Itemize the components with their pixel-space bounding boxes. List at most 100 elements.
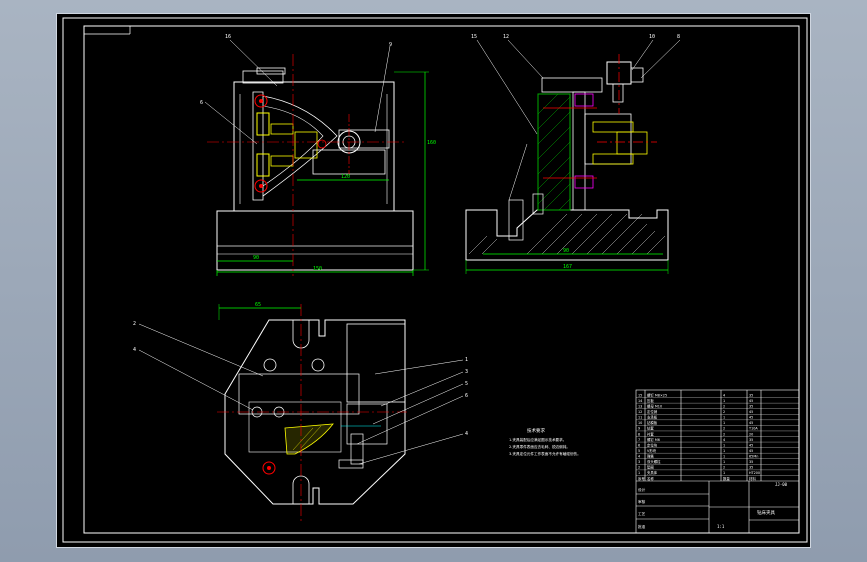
parts-row-cell: T10A [748, 427, 758, 431]
parts-row-cell: 35 [749, 466, 753, 470]
tb-drawing-no: JJ-00 [775, 482, 788, 487]
parts-row-cell: 双头螺柱 [647, 459, 661, 464]
tb-checker-label: 审核 [638, 499, 646, 504]
dim-120: 120 [341, 174, 350, 180]
parts-row-cell: 钻模板 [647, 420, 658, 425]
tb-process-label: 工艺 [638, 511, 646, 516]
tb-approve-label: 批准 [638, 524, 646, 529]
dim-side-90: 90 [563, 248, 569, 254]
parts-row-cell: 45 [749, 449, 753, 453]
parts-row-cell: 45 [749, 443, 753, 447]
parts-row-cell: 2 [723, 410, 725, 414]
side-view [465, 39, 681, 274]
dim-160: 160 [427, 140, 436, 146]
parts-row-cell: 13 [638, 404, 642, 408]
parts-row-cell: 4 [638, 455, 640, 459]
parts-row-cell: HT200 [749, 471, 760, 475]
parts-row-cell: 夹具体 [647, 470, 658, 475]
callout-9: 9 [389, 42, 392, 48]
parts-row-cell: 螺母 M10 [647, 403, 662, 408]
parts-row-cell: 垫圈 [647, 465, 654, 470]
parts-row-cell: 10 [638, 421, 642, 425]
parts-row-cell: 8 [638, 432, 640, 436]
parts-row-cell: 7 [638, 438, 640, 442]
parts-row-cell: 压板 [647, 398, 654, 403]
parts-row-cell: 6 [638, 443, 640, 447]
parts-row-cell: 定位销 [647, 409, 658, 414]
parts-row-cell: 20 [749, 432, 753, 436]
callout-12: 12 [503, 34, 509, 40]
parts-header-cell: 数量 [723, 476, 730, 481]
callout-15: 15 [471, 34, 477, 40]
parts-row-cell: 1 [723, 421, 725, 425]
notes-title: 技术要求 [527, 427, 545, 434]
parts-row-cell: 4 [723, 438, 725, 442]
callout-16: 16 [225, 34, 231, 40]
notes-line-1: 1.夹具装配后应满足图示技术要求。 [509, 437, 566, 442]
dim-side-167: 167 [563, 264, 572, 270]
parts-row-cell: 12 [638, 410, 642, 414]
parts-row-cell: 1 [723, 416, 725, 420]
parts-row-cell: 2 [638, 466, 640, 470]
parts-row-cell: 1 [723, 449, 725, 453]
parts-row-cell: 45 [749, 421, 753, 425]
dim-90: 90 [253, 255, 259, 261]
parts-row-cell: 弹簧 [647, 454, 654, 459]
parts-row-cell: 1 [723, 471, 725, 475]
parts-row-cell: V形块 [647, 448, 657, 453]
callout-6-right: 6 [465, 393, 468, 399]
parts-row-cell: 1 [723, 455, 725, 459]
plan-view [138, 304, 464, 522]
parts-row-cell: 2 [723, 466, 725, 470]
parts-row-cell: 1 [638, 471, 640, 475]
parts-row-cell: 衬套 [647, 431, 654, 436]
tb-scale: 1:1 [717, 524, 725, 529]
parts-row-cell: 35 [749, 393, 753, 397]
parts-row-cell: 4 [723, 393, 725, 397]
front-view [204, 39, 429, 276]
parts-header-cell: 材料 [749, 476, 756, 481]
tb-title: 钻床夹具 [757, 509, 775, 516]
callout-10: 10 [649, 34, 655, 40]
parts-row-cell: 35 [749, 438, 753, 442]
parts-row-cell: 9 [638, 427, 640, 431]
parts-row-cell: 2 [723, 404, 725, 408]
callout-4-left: 4 [133, 347, 136, 353]
parts-row-cell: 45 [749, 416, 753, 420]
title-block [635, 389, 800, 534]
parts-row-cell: 15 [638, 393, 642, 397]
parts-row-cell: 35 [749, 404, 753, 408]
parts-row-cell: 45 [749, 410, 753, 414]
callout-2: 2 [133, 321, 136, 327]
parts-row-cell: 1 [723, 443, 725, 447]
parts-row-cell: 65Mn [749, 455, 758, 459]
callout-1: 1 [465, 357, 468, 363]
parts-row-cell: 45 [749, 399, 753, 403]
parts-header-cell: 名称 [647, 476, 654, 481]
inner-frame [83, 25, 800, 534]
tb-designer-label: 设计 [638, 487, 646, 492]
parts-row-cell: 螺钉 M8×25 [647, 392, 667, 397]
parts-row-cell: 钻套 [647, 426, 654, 431]
outer-frame [62, 17, 808, 543]
parts-row-cell: 螺钉 M6 [647, 437, 660, 442]
cad-drawing-canvas[interactable]: 16 6 9 120 90 150 160 [57, 14, 812, 549]
parts-row-cell: 2 [723, 432, 725, 436]
parts-row-cell: 1 [723, 399, 725, 403]
callout-5: 5 [465, 381, 468, 387]
parts-header-cell: 序号 [638, 476, 645, 481]
callout-8: 8 [677, 34, 680, 40]
callout-4-right: 4 [465, 431, 468, 437]
parts-row-cell: 定位块 [647, 442, 658, 447]
dim-65: 65 [255, 302, 261, 308]
callout-3: 3 [465, 369, 468, 375]
parts-row-cell: 35 [749, 460, 753, 464]
parts-row-cell: 1 [723, 460, 725, 464]
parts-row-cell: 2 [723, 427, 725, 431]
notes-line-3: 3.夹具定位元件工作表面不允许有磕碰划伤。 [509, 451, 581, 456]
parts-row-cell: 支承板 [647, 415, 658, 420]
parts-row-cell: 11 [638, 416, 642, 420]
cad-viewport[interactable]: 16 6 9 120 90 150 160 [56, 13, 811, 548]
parts-row-cell: 5 [638, 449, 640, 453]
parts-row-cell: 3 [638, 460, 640, 464]
